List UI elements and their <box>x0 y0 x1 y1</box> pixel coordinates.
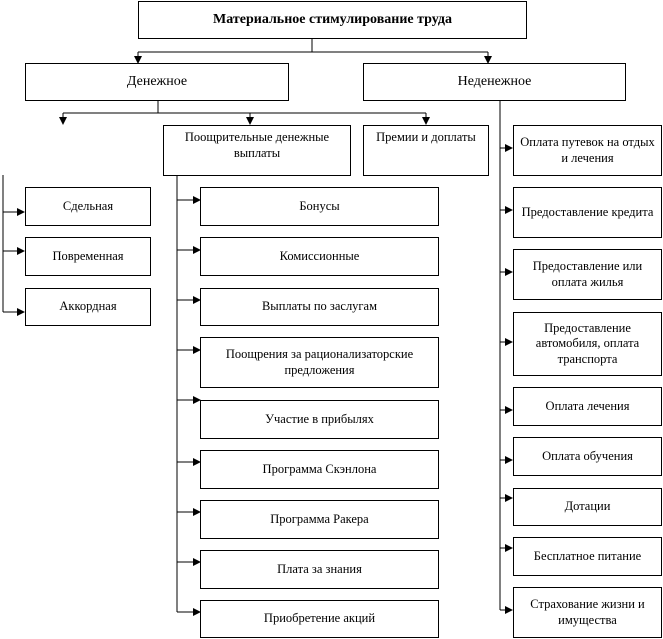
nonmonetary-item-label: Дотации <box>564 499 611 514</box>
root-node: Материальное стимулирование труда <box>138 1 527 39</box>
incentive-item-label: Выплаты по заслугам <box>261 299 378 314</box>
nonmonetary-item: Предоставление кредита <box>513 187 662 238</box>
nonmonetary-item: Страхование жизни и имущества <box>513 587 662 638</box>
nonmonetary-node: Неденежное <box>363 63 626 101</box>
incentive-item: Плата за знания <box>200 550 439 589</box>
nonmonetary-item: Оплата обучения <box>513 437 662 476</box>
wage-form-node: Сдельная <box>25 187 151 226</box>
incentive-item: Выплаты по заслугам <box>200 288 439 326</box>
nonmonetary-item: Бесплатное питание <box>513 537 662 576</box>
incentive-item-label: Бонусы <box>299 198 340 213</box>
nonmonetary-item-label: Страхование жизни и имущества <box>530 596 645 627</box>
nonmonetary-item-label: Предоставление кредита <box>521 204 654 219</box>
incentive-payments-label: Поощрительные денежные выплаты <box>184 130 330 160</box>
wage-form-node: Повременная <box>25 237 151 276</box>
bonuses-allowances-node: Премии и доплаты <box>363 125 489 176</box>
incentive-item: Программа Скэнлона <box>200 450 439 489</box>
monetary-label: Денежное <box>126 74 188 90</box>
incentive-item-label: Приобретение акций <box>263 611 376 626</box>
nonmonetary-item: Предоставление автомобиля, оплата трансп… <box>513 312 662 376</box>
incentive-item-label: Программа Скэнлона <box>262 461 377 476</box>
incentive-payments-node: Поощрительные денежные выплаты <box>163 125 351 176</box>
incentive-item-label: Программа Ракера <box>270 511 369 526</box>
nonmonetary-item-label: Предоставление автомобиля, оплата трансп… <box>535 320 640 366</box>
incentive-item: Бонусы <box>200 187 439 226</box>
root-label: Материальное стимулирование труда <box>213 12 452 28</box>
nonmonetary-item-label: Оплата лечения <box>545 398 630 413</box>
wage-form-label: Аккордная <box>59 299 117 314</box>
incentive-item: Программа Ракера <box>200 500 439 539</box>
nonmonetary-item: Оплата лечения <box>513 387 662 426</box>
monetary-node: Денежное <box>25 63 289 101</box>
nonmonetary-label: Неденежное <box>457 74 532 90</box>
nonmonetary-item: Дотации <box>513 488 662 526</box>
bonuses-allowances-label: Премии и доплаты <box>376 130 476 144</box>
nonmonetary-item-label: Бесплатное питание <box>533 548 642 563</box>
incentive-item-label: Плата за знания <box>277 561 362 576</box>
nonmonetary-item: Оплата путевок на отдых и лечения <box>513 125 662 176</box>
incentive-item: Участие в прибылях <box>200 400 439 439</box>
nonmonetary-item-label: Предоставление или оплата жилья <box>532 258 643 289</box>
wage-form-node: Аккордная <box>25 288 151 326</box>
wage-form-label: Сдельная <box>62 198 114 213</box>
incentive-item-label: Комиссионные <box>279 248 360 263</box>
incentive-item: Комиссионные <box>200 237 439 276</box>
nonmonetary-item-label: Оплата обучения <box>542 448 633 463</box>
incentive-item-label: Поощрения за рационализаторские предложе… <box>225 346 414 377</box>
wage-form-label: Повременная <box>52 248 124 263</box>
incentive-item: Поощрения за рационализаторские предложе… <box>200 337 439 388</box>
incentive-item: Приобретение акций <box>200 600 439 638</box>
incentive-item-label: Участие в прибылях <box>265 411 374 426</box>
nonmonetary-item-label: Оплата путевок на отдых и лечения <box>520 134 655 165</box>
nonmonetary-item: Предоставление или оплата жилья <box>513 249 662 300</box>
